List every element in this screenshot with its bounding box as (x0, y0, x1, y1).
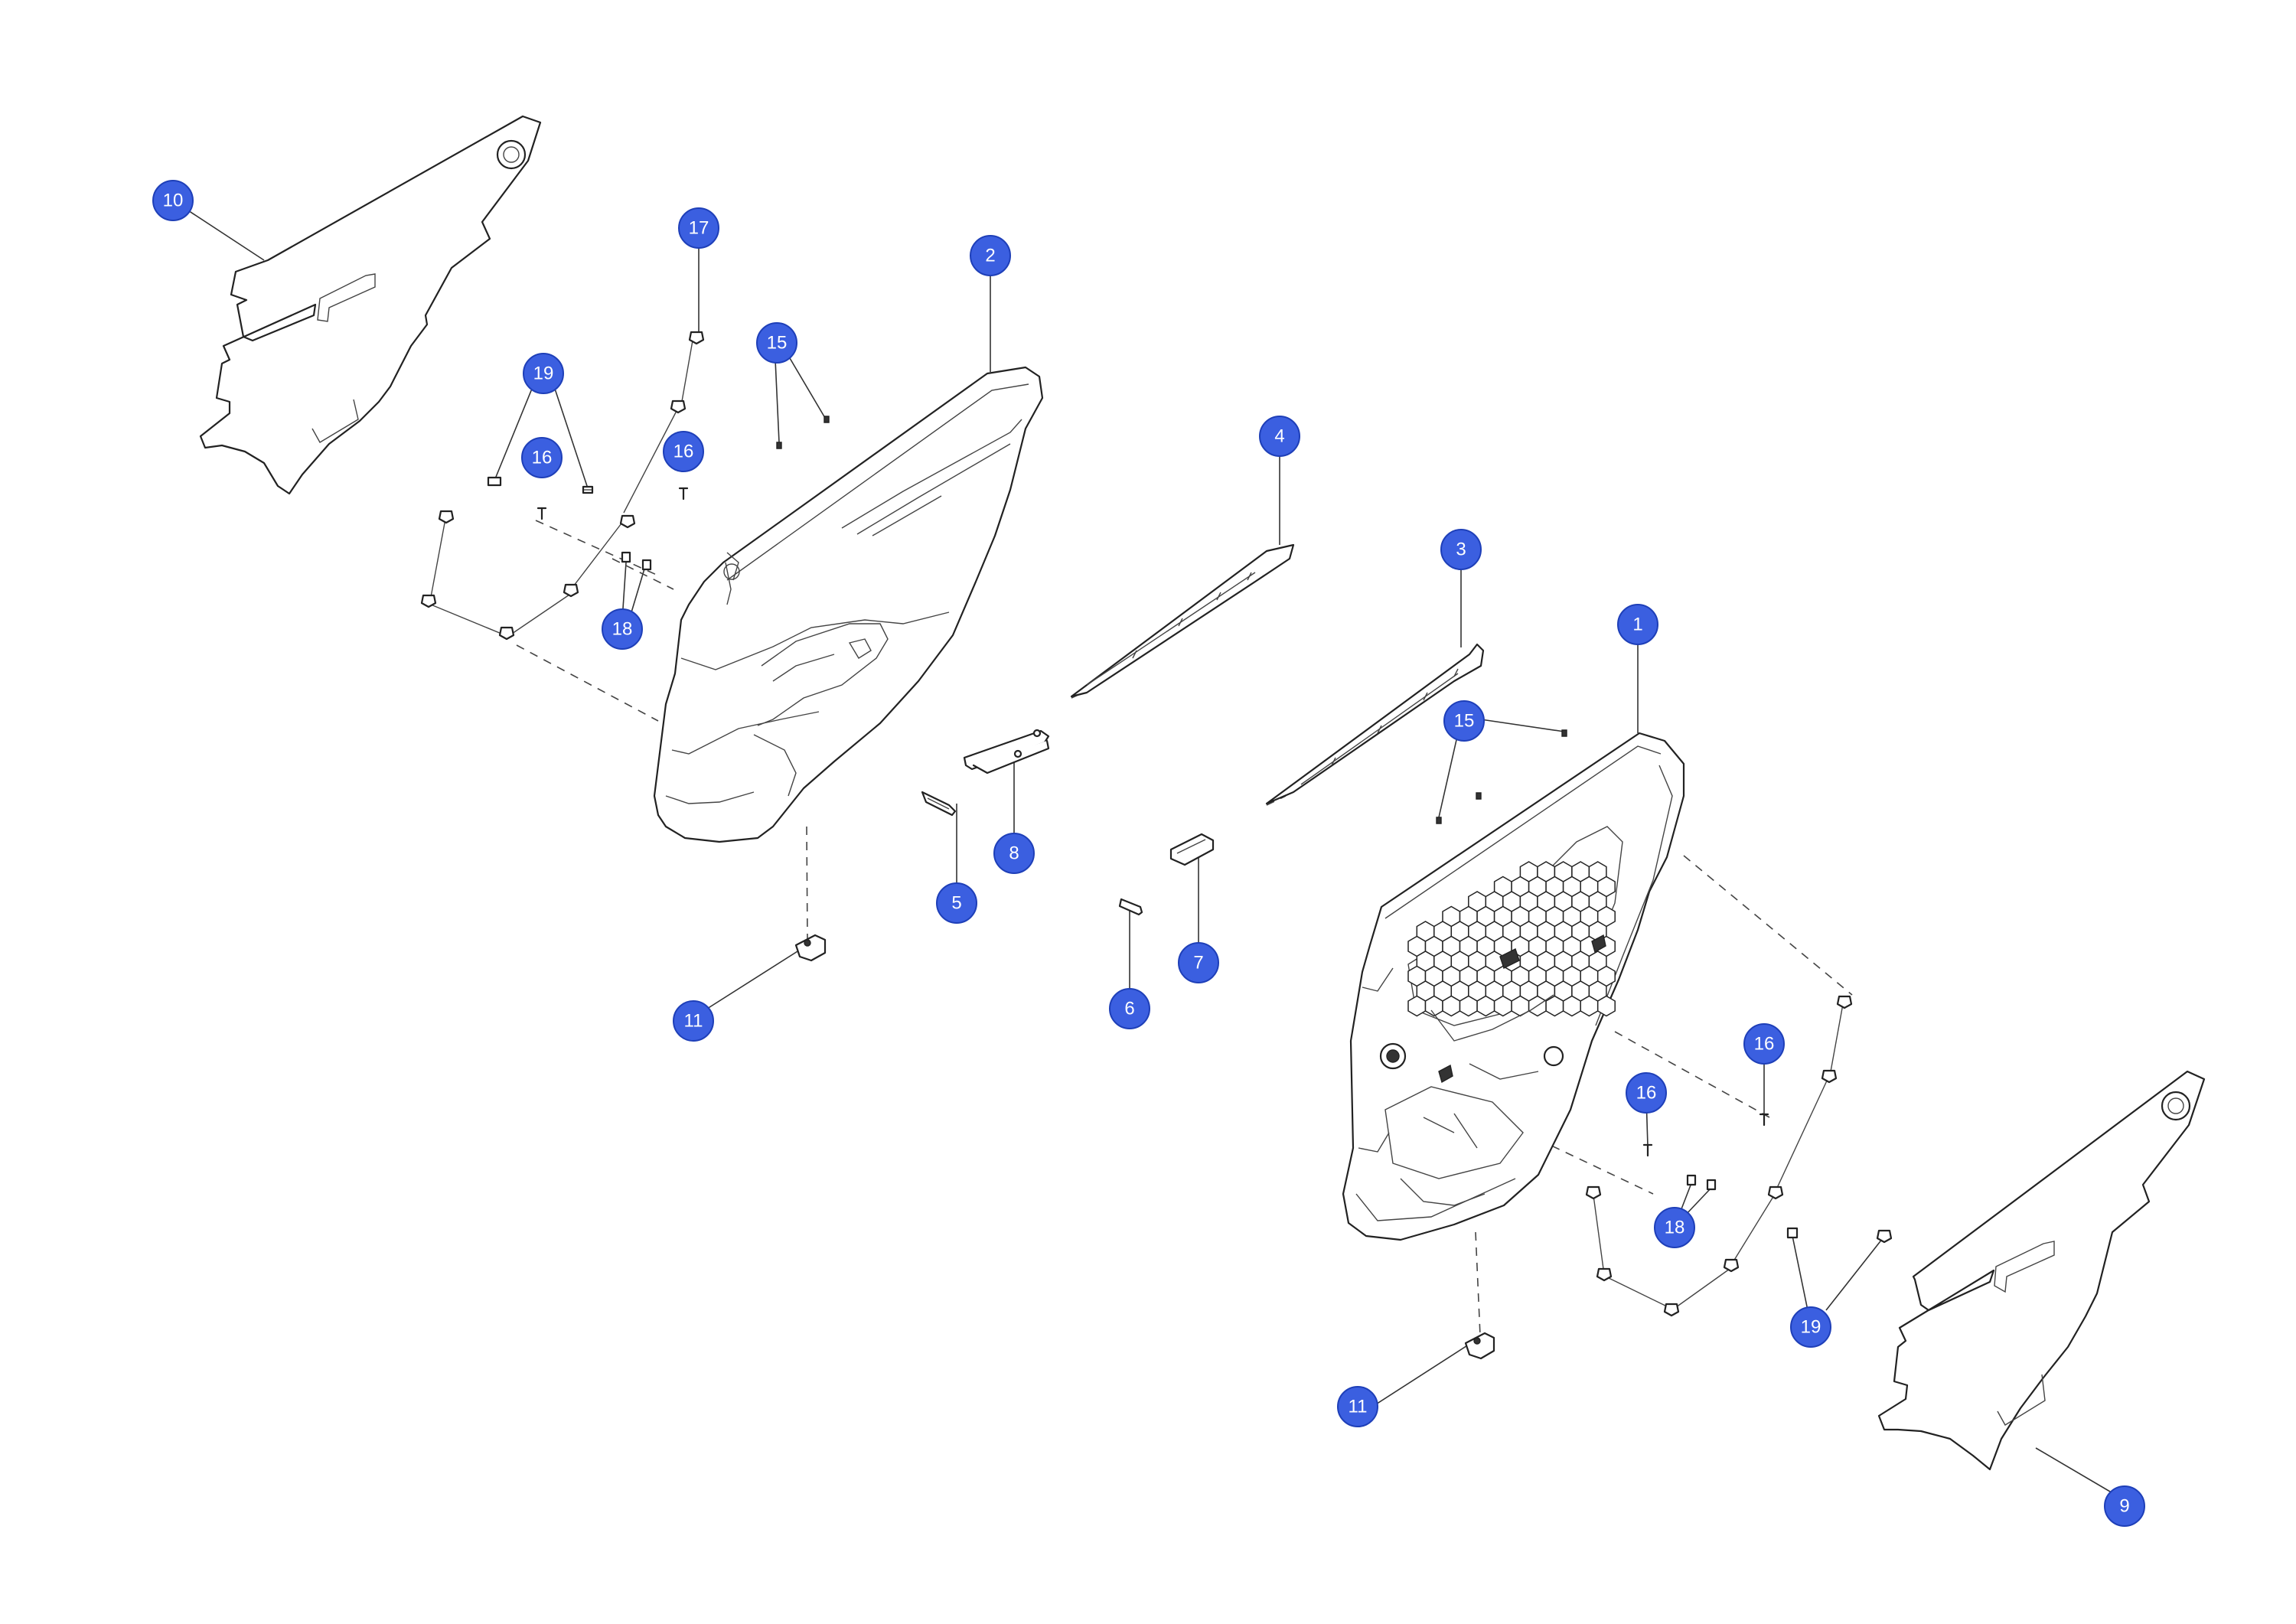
callout-label: 8 (1009, 843, 1019, 864)
callout-16-upper-left[interactable]: 16 (521, 437, 563, 478)
callout-11-upper[interactable]: 11 (673, 1000, 714, 1042)
callouts: 10 17 2 15 19 16 16 18 4 3 1 15 8 5 7 6 … (152, 180, 2145, 1527)
callout-2[interactable]: 2 (970, 235, 1011, 276)
callout-label: 15 (1454, 711, 1475, 732)
callout-label: 6 (1124, 999, 1134, 1019)
callout-4[interactable]: 4 (1259, 416, 1300, 457)
moulding-strip-4 (1070, 543, 1295, 698)
callout-label: 16 (673, 442, 694, 462)
callout-label: 11 (684, 1011, 703, 1032)
callout-18-upper[interactable]: 18 (602, 608, 643, 650)
honeycomb-cell (1545, 995, 1564, 1017)
clip-6 (1118, 898, 1143, 916)
callout-1[interactable]: 1 (1617, 604, 1658, 645)
callout-label: 4 (1274, 426, 1284, 447)
bracket-8 (963, 729, 1050, 774)
callout-label: 18 (612, 619, 633, 640)
honeycomb-cell (1476, 995, 1495, 1017)
honeycomb-cell (1459, 995, 1478, 1017)
callout-label: 7 (1193, 953, 1203, 973)
clip-5 (921, 791, 957, 817)
moulding-strip-3 (1265, 643, 1485, 805)
door-carrier-panel-1 (1342, 732, 1685, 1241)
callout-8[interactable]: 8 (993, 833, 1035, 874)
fasteners (420, 331, 1893, 1317)
honeycomb-cell (1596, 995, 1616, 1017)
clip-11-lower (1464, 1332, 1495, 1360)
honeycomb-cell (1562, 995, 1581, 1017)
callout-17[interactable]: 17 (678, 207, 719, 249)
callout-18-lower[interactable]: 18 (1654, 1207, 1695, 1248)
honeycomb-cell (1424, 995, 1443, 1017)
callout-label: 10 (163, 191, 184, 211)
callout-11-lower[interactable]: 11 (1337, 1386, 1378, 1427)
callout-15-upper[interactable]: 15 (756, 322, 797, 364)
callout-7[interactable]: 7 (1178, 942, 1219, 983)
callout-5[interactable]: 5 (936, 882, 977, 924)
callout-6[interactable]: 6 (1109, 988, 1150, 1029)
insulation-pad-9 (1877, 1070, 2206, 1471)
insulation-pad-10 (199, 115, 542, 495)
callout-15-lower[interactable]: 15 (1443, 700, 1485, 742)
bracket-7 (1169, 833, 1215, 866)
callout-label: 16 (1636, 1083, 1657, 1104)
clip-11-upper (794, 934, 827, 962)
callout-label: 16 (1754, 1034, 1775, 1055)
callout-19-lower[interactable]: 19 (1790, 1306, 1831, 1348)
callout-label: 17 (689, 218, 709, 239)
callout-label: 19 (533, 364, 554, 384)
door-trim-panel-2 (653, 366, 1044, 843)
callout-label: 9 (2119, 1496, 2129, 1517)
leader-lines (172, 200, 2133, 1505)
callout-label: 16 (532, 448, 553, 468)
callout-9[interactable]: 9 (2104, 1485, 2145, 1527)
honeycomb-cell (1407, 995, 1427, 1017)
callout-label: 19 (1801, 1317, 1821, 1338)
callout-16-right-lower[interactable]: 16 (1626, 1072, 1667, 1114)
callout-label: 2 (985, 246, 995, 266)
callout-label: 11 (1349, 1397, 1368, 1417)
honeycomb-cell (1493, 995, 1512, 1017)
callout-16-right-upper[interactable]: 16 (1743, 1023, 1785, 1065)
callout-16-upper-mid[interactable]: 16 (663, 431, 704, 472)
callout-label: 3 (1456, 540, 1466, 560)
callout-label: 18 (1665, 1218, 1685, 1238)
callout-19-upper[interactable]: 19 (523, 353, 564, 394)
callout-label: 1 (1632, 615, 1642, 635)
callout-3[interactable]: 3 (1440, 529, 1482, 570)
honeycomb-cell (1442, 995, 1461, 1017)
callout-label: 5 (951, 893, 961, 914)
callout-10[interactable]: 10 (152, 180, 194, 221)
callout-label: 15 (767, 333, 788, 354)
honeycomb-cell (1580, 995, 1599, 1017)
